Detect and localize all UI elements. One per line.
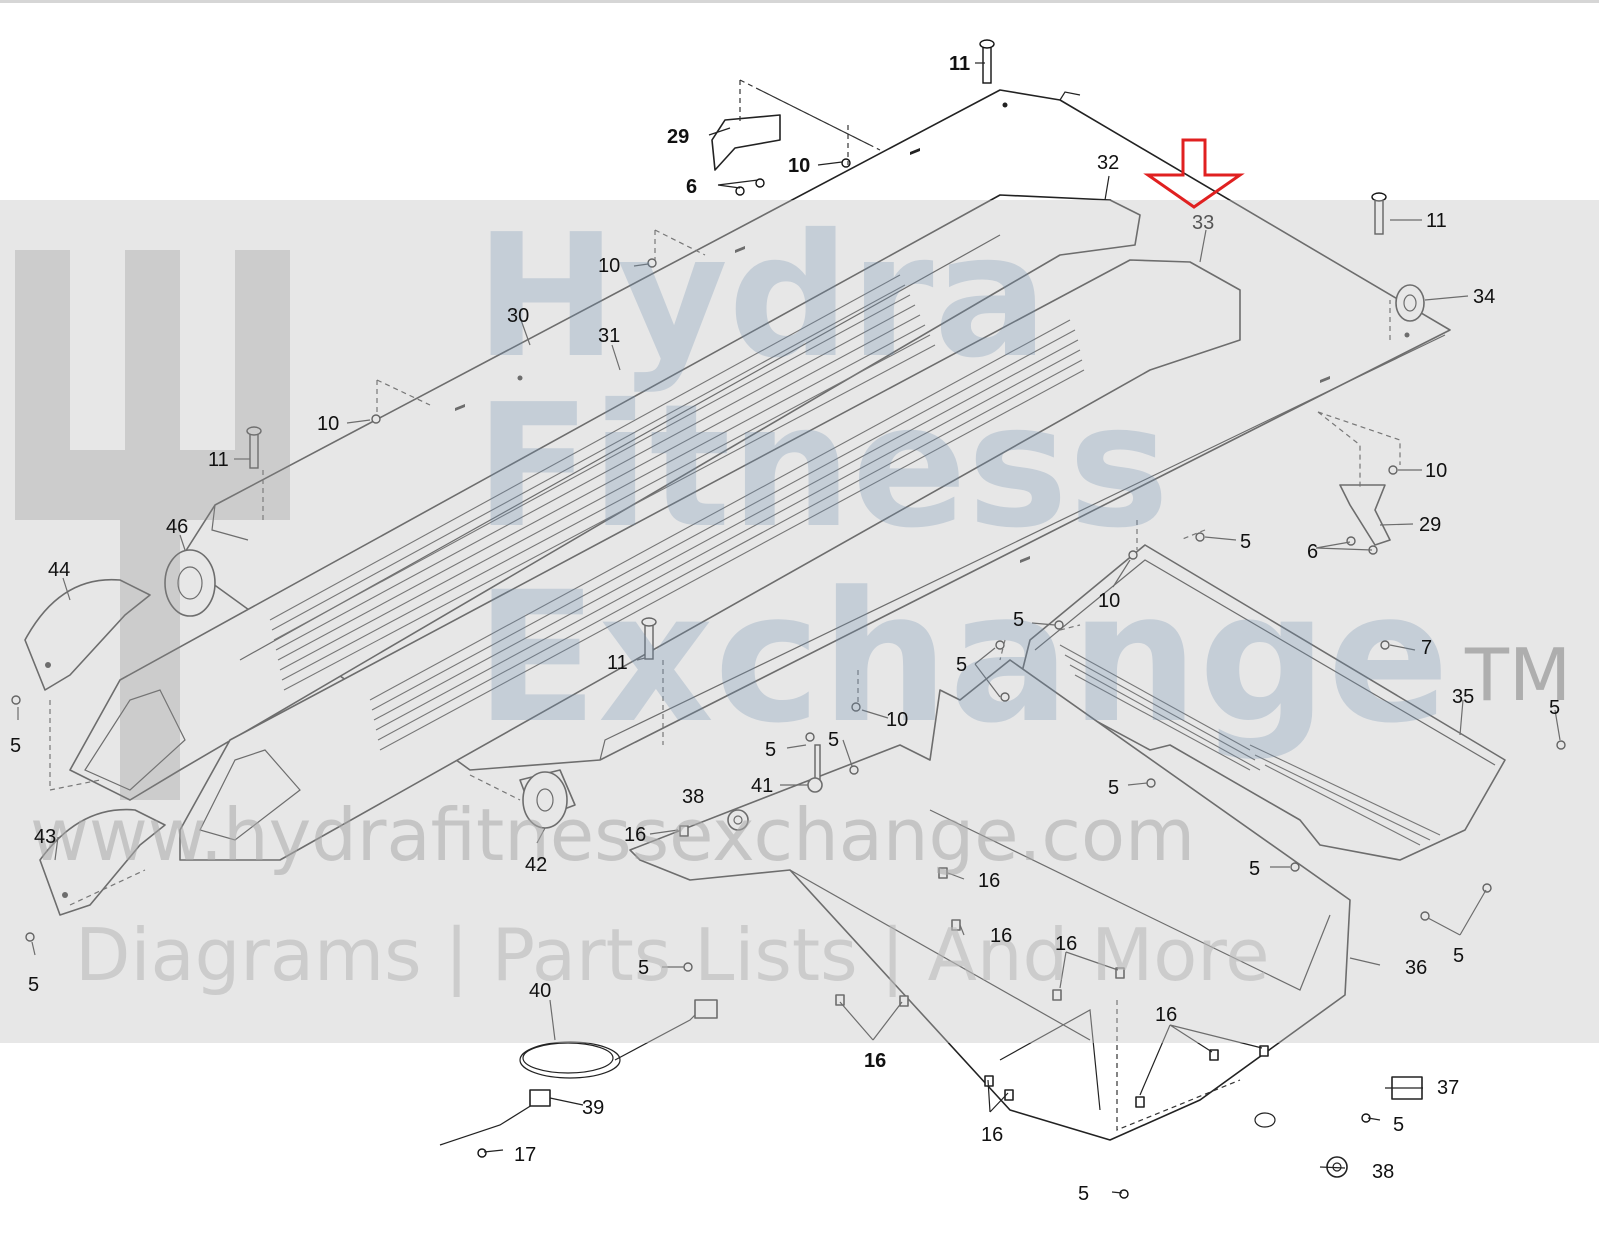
callout-41: 41 [751,775,773,797]
callout-5: 5 [765,739,776,761]
roller-part-46 [164,549,216,617]
watermark: Hydra Fitness Exchange TM www.hydrafitne… [0,198,1599,1043]
callout-40: 40 [529,980,551,1002]
callout-34: 34 [1473,286,1495,308]
callout-5: 5 [638,957,649,979]
callout-30: 30 [507,305,529,327]
bracket-part-29-right [1339,484,1391,546]
callout-10: 10 [317,413,339,435]
callout-29: 29 [1419,514,1441,536]
rail-cover-part-33 [179,259,1241,861]
callout-10: 10 [1098,590,1120,612]
callout-7: 7 [1421,637,1432,659]
callout-10: 10 [788,155,810,177]
end-cap-part-44 [24,578,151,691]
callout-16: 16 [990,925,1012,947]
rear-roller-part-34 [1395,284,1425,322]
grommet-part-38 [727,809,1348,1178]
callout-39: 39 [582,1097,604,1119]
callout-35: 35 [1452,686,1474,708]
callout-11: 11 [1426,210,1447,232]
wire-harness-part-39 [439,1089,551,1146]
callout-5: 5 [1108,777,1119,799]
callout-38: 38 [682,786,704,808]
watermark-brand-line2: Fitness [475,368,1169,566]
callout-37: 37 [1437,1077,1459,1099]
watermark-trademark: TM [1464,633,1571,717]
callout-29: 29 [667,126,689,148]
callout-17: 17 [514,1144,536,1166]
watermark-brand-line1: Hydra [475,198,1048,396]
callout-16: 16 [1155,1004,1177,1026]
callout-33-highlighted: 33 [1192,212,1214,234]
clips-part-16 [679,825,1269,1108]
callout-5: 5 [1549,697,1560,719]
callout-5: 5 [28,974,39,996]
callout-10: 10 [886,709,908,731]
callout-32: 32 [1097,152,1119,174]
callout-labels: 11 29 6 10 32 33 11 34 10 30 31 10 11 46… [10,53,1560,1205]
callout-10: 10 [1425,460,1447,482]
callout-16: 16 [1055,933,1077,955]
rail-ribs-right [369,319,1085,751]
callout-10: 10 [598,255,620,277]
callout-11: 11 [208,449,229,471]
watermark-band [0,200,1599,1043]
callout-46: 46 [166,516,188,538]
rail-cover-part-31 [69,194,1141,801]
callout-5: 5 [828,729,839,751]
callout-38: 38 [1372,1161,1394,1183]
callout-42: 42 [525,854,547,876]
watermark-url: www.hydrafitnessexchange.com [30,793,1195,877]
watermark-brand-line3: Exchange [475,554,1449,763]
callout-5: 5 [1240,531,1251,553]
hood-vents-right [1249,744,1441,846]
callout-16: 16 [864,1050,886,1072]
watermark-tagline: Diagrams | Parts Lists | And More [75,913,1270,998]
callout-5: 5 [1453,945,1464,967]
top-divider [0,0,1599,3]
callout-36: 36 [1405,957,1427,979]
callout-16: 16 [978,870,1000,892]
callout-5: 5 [1393,1114,1404,1136]
power-cord-part-40 [519,999,718,1079]
highlight-arrow-icon [1143,138,1245,209]
callout-44: 44 [48,559,70,581]
watermark-logo [15,250,290,800]
callout-43: 43 [34,826,56,848]
callout-16: 16 [624,824,646,846]
rail-ribs-left [269,274,936,691]
hood-vents-left [1059,644,1261,771]
bracket-part-29-top [711,114,781,171]
callout-31: 31 [598,325,620,347]
callout-6: 6 [1307,541,1318,563]
callout-5: 5 [1249,858,1260,880]
callout-11: 11 [607,652,628,674]
callout-5: 5 [956,654,967,676]
end-cap-part-43 [39,808,166,916]
callout-6: 6 [686,176,697,198]
callout-16: 16 [981,1124,1003,1146]
leader-lines [17,62,1561,1194]
callout-5: 5 [10,735,21,757]
front-roller-part-42 [519,769,576,829]
callout-5: 5 [1013,609,1024,631]
assembly-dashed-lines [49,79,1401,1131]
motor-hood-part-35 [1019,544,1506,861]
callout-5: 5 [1078,1183,1089,1205]
callout-11: 11 [949,53,970,75]
hardware-screws [11,39,1566,1199]
